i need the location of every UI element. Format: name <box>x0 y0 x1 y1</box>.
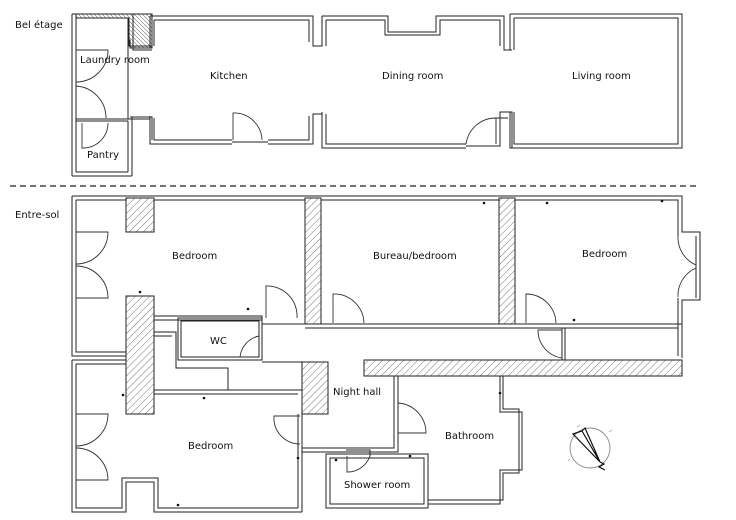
socket-dot <box>660 199 664 203</box>
wall-line <box>297 414 303 512</box>
socket-dot <box>408 454 412 458</box>
room-label-shower: Shower room <box>344 480 410 491</box>
wall-line <box>72 359 126 365</box>
door-swing <box>232 112 263 141</box>
door-swing <box>75 85 107 119</box>
masonry-wall <box>363 359 683 377</box>
wall-line <box>268 113 323 146</box>
room-label-bathroom: Bathroom <box>445 431 494 442</box>
masonry-pillar <box>125 197 155 233</box>
room-label-kitchen: Kitchen <box>210 71 248 82</box>
room-label-bedroom-sw: Bedroom <box>188 441 233 452</box>
masonry-pillar <box>301 361 329 415</box>
door-swing <box>346 455 371 473</box>
room-label-bedroom-nw: Bedroom <box>172 251 217 262</box>
door-swing <box>75 49 109 83</box>
wall-line <box>71 360 302 513</box>
wall-line <box>695 232 701 300</box>
socket-dot <box>334 458 338 462</box>
masonry-pillar <box>304 197 322 325</box>
wall-line <box>149 16 155 48</box>
wall-line <box>72 171 132 177</box>
socket-dot <box>482 201 486 205</box>
floor-label-entre-sol: Entre-sol <box>15 210 59 221</box>
door-swing <box>677 267 697 298</box>
door-swing <box>525 293 557 324</box>
north-arrow-icon <box>567 424 613 471</box>
wall-line <box>466 111 513 148</box>
socket-dot <box>545 201 549 205</box>
wall-line <box>322 15 512 51</box>
wall-line <box>71 196 126 357</box>
door-swing <box>75 265 109 299</box>
door-swing <box>75 231 109 265</box>
room-label-night-hall: Night hall <box>333 387 381 398</box>
floor-label-bel-etage: Bel étage <box>15 19 63 31</box>
room-label-wc: WC <box>210 336 227 347</box>
room-label-pantry: Pantry <box>87 150 119 161</box>
wall-line <box>72 195 701 358</box>
socket-dot <box>296 456 300 460</box>
bel-etage-plan: Laundry room Pantry Kitchen Dining room … <box>71 13 683 177</box>
wall-line <box>302 376 399 453</box>
wall-line <box>72 13 152 51</box>
socket-dot <box>121 393 125 397</box>
door-swing <box>81 122 109 149</box>
wall-line <box>149 116 232 145</box>
wall-line <box>428 376 523 505</box>
door-swing <box>537 329 563 359</box>
wall-line <box>154 315 305 325</box>
socket-dot <box>138 290 142 294</box>
socket-dot <box>572 318 576 322</box>
wall-line <box>150 15 323 47</box>
door-swing <box>75 413 109 447</box>
wall-line <box>305 323 682 329</box>
door-swing <box>677 235 697 266</box>
wall-line <box>325 453 429 509</box>
door-swing <box>239 335 260 358</box>
door-swing <box>273 415 301 445</box>
room-label-laundry: Laundry room <box>80 55 150 66</box>
wall-line <box>346 449 371 456</box>
wall-line <box>71 14 77 176</box>
room-label-dining: Dining room <box>382 71 443 82</box>
room-label-bureau: Bureau/bedroom <box>373 251 457 262</box>
wall-line <box>321 112 466 149</box>
socket-dot <box>498 391 502 395</box>
socket-dot <box>176 503 180 507</box>
wall-line <box>509 13 683 149</box>
masonry-pillar <box>498 197 516 325</box>
door-swing <box>397 402 427 434</box>
wall-line <box>130 116 153 142</box>
room-label-living: Living room <box>572 71 631 82</box>
wall-line <box>76 118 130 122</box>
door-swing <box>332 293 365 324</box>
door-swing <box>75 447 109 481</box>
wall-line <box>509 14 515 50</box>
wall-line <box>154 331 229 390</box>
masonry-pillar <box>125 295 155 415</box>
wall-line <box>561 328 566 360</box>
door-swing <box>265 285 298 319</box>
wall-line <box>321 16 327 46</box>
entre-sol-plan: Bedroom Bureau/bedroom Bedroom WC Bedroo… <box>71 195 701 513</box>
room-label-bedroom-ne: Bedroom <box>582 249 627 260</box>
wall-line <box>127 117 133 176</box>
wall-line <box>154 389 302 395</box>
wall-line <box>177 317 263 361</box>
socket-dot <box>202 396 206 400</box>
socket-dot <box>246 307 250 311</box>
door-swing <box>465 117 497 145</box>
